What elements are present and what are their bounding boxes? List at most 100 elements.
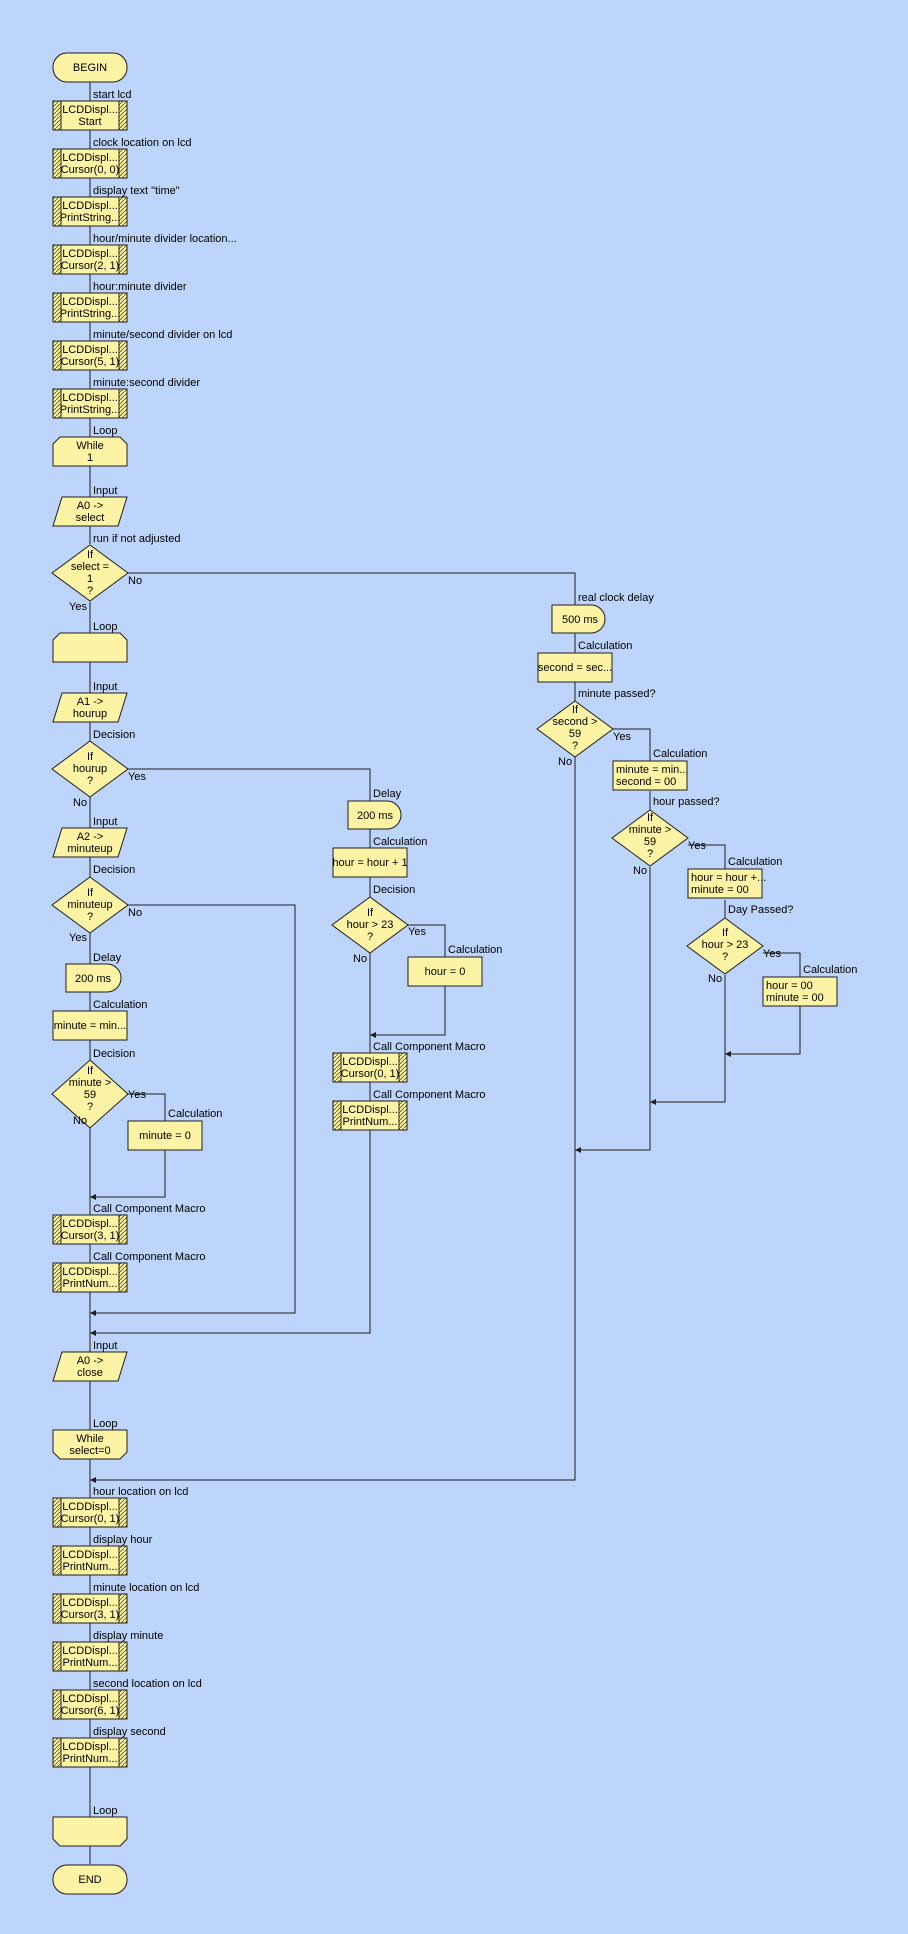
comment-input-select: Input <box>93 485 117 497</box>
comment-decision-minuteup: Decision <box>93 864 135 876</box>
macro-hour-cursor-title: LCDDispl... <box>342 1056 398 1068</box>
comment-hm-divider: hour:minute divider <box>93 281 187 293</box>
comment-loop-end-main: Loop <box>93 1805 117 1817</box>
macro-hm-print-call: PrintString... <box>60 308 121 320</box>
adjust-loop-start: Loop <box>52 621 128 663</box>
decision-minuteup-yes: Yes <box>69 932 87 944</box>
decision-hour-q: ? <box>722 951 728 963</box>
comment-real-clock-delay: real clock delay <box>578 592 654 604</box>
decision-minute-value: 59 <box>644 836 656 848</box>
decision-second-cond: second > <box>553 716 598 728</box>
input-hourup: Input A1 -> hourup <box>52 681 128 723</box>
decision-hourup-yes: Yes <box>128 771 146 783</box>
comment-clock-location: clock location on lcd <box>93 137 191 149</box>
decision-minute59-cond: minute > <box>69 1077 112 1089</box>
clock-calc-minute-line2: second = 00 <box>616 776 676 788</box>
decision-minute-yes: Yes <box>688 840 706 852</box>
while-condition: 1 <box>87 452 93 464</box>
delay-hour: Delay 200 ms <box>347 788 402 830</box>
decision-hour-cond: hour > 23 <box>702 939 749 951</box>
comment-input-close: Input <box>93 1340 117 1352</box>
input-hourup-var: hourup <box>73 708 107 720</box>
comment-macro-hour-cursor: Call Component Macro <box>373 1041 486 1053</box>
macro-hm-cursor-title: LCDDispl... <box>62 248 118 260</box>
calc-minute0-expr: minute = 0 <box>139 1130 191 1142</box>
display-hour-cursor-call: Cursor(0, 1) <box>61 1513 120 1525</box>
macro-print-time-title: LCDDispl... <box>62 200 118 212</box>
comment-loop: Loop <box>93 425 117 437</box>
loop-end-while: While <box>76 1433 104 1445</box>
macro-clock-cursor: clock location on lcd LCDDispl... Cursor… <box>52 137 191 179</box>
decision-minuteup: Decision If minuteup ? No Yes <box>51 864 142 944</box>
comment-minute-passed: minute passed? <box>578 688 656 700</box>
decision-minuteup-no: No <box>128 907 142 919</box>
display-minute-cursor-title: LCDDispl... <box>62 1597 118 1609</box>
decision-minute59-if: If <box>87 1065 94 1077</box>
macro-ms-divider-print: minute:second divider LCDDispl... PrintS… <box>52 377 200 419</box>
decision-select-q: ? <box>87 585 93 597</box>
loop-end-main: Loop <box>52 1805 128 1847</box>
display-second-print-call: PrintNum... <box>62 1753 117 1765</box>
connector-wires <box>89 82 801 1864</box>
display-second-print-title: LCDDispl... <box>62 1741 118 1753</box>
decision-second-no: No <box>558 756 572 768</box>
display-hour-print-title: LCDDispl... <box>62 1549 118 1561</box>
display-minute-print-call: PrintNum... <box>62 1657 117 1669</box>
clock-calc-day-line2: minute = 00 <box>766 992 824 1004</box>
display-hour-print-call: PrintNum... <box>62 1561 117 1573</box>
macro-ms-print-call: PrintString... <box>60 404 121 416</box>
comment-day-passed: Day Passed? <box>728 904 793 916</box>
calc-hour0: Calculation hour = 0 <box>407 944 502 987</box>
macro-minute-cursor-title: LCDDispl... <box>62 1218 118 1230</box>
comment-decision-minute59: Decision <box>93 1048 135 1060</box>
comment-calc-minute: Calculation <box>93 999 147 1011</box>
decision-hour-no: No <box>708 973 722 985</box>
calc-minute0: Calculation minute = 0 <box>127 1108 222 1151</box>
decision-select-yes: Yes <box>69 601 87 613</box>
loop-end-select: Loop While select=0 <box>52 1418 128 1460</box>
macro-hm-cursor-call: Cursor(2, 1) <box>61 260 120 272</box>
macro-minute-print-title: LCDDispl... <box>62 1266 118 1278</box>
decision-minuteup-if: If <box>87 887 94 899</box>
macro-hour-cursor: Call Component Macro LCDDispl... Cursor(… <box>332 1041 486 1083</box>
clock-calc-day-line1: hour = 00 <box>766 980 813 992</box>
macro-print-time-call: PrintString... <box>60 212 121 224</box>
comment-delay-minute: Delay <box>93 952 122 964</box>
clock-calc-hour: Calculation hour = hour +... minute = 00 <box>687 856 782 899</box>
macro-minute-cursor: Call Component Macro LCDDispl... Cursor(… <box>52 1203 206 1245</box>
comment-ms-divider-location: minute/second divider on lcd <box>93 329 232 341</box>
input-minuteup: Input A2 -> minuteup <box>52 816 128 858</box>
macro-ms-cursor-title: LCDDispl... <box>62 344 118 356</box>
comment-calc-second: Calculation <box>578 640 632 652</box>
macro-hour-print-call: PrintNum... <box>342 1116 397 1128</box>
comment-calc-hour0: Calculation <box>448 944 502 956</box>
macro-clock-cursor-title: LCDDispl... <box>62 152 118 164</box>
decision-select-cond: select = <box>71 561 109 573</box>
decision-minute-q: ? <box>647 848 653 860</box>
macro-ms-print-title: LCDDispl... <box>62 392 118 404</box>
calc-minute: Calculation minute = min... <box>52 999 147 1041</box>
input-close-port: A0 -> <box>77 1355 104 1367</box>
calc-hour: Calculation hour = hour + 1 <box>332 836 427 878</box>
display-minute-cursor: minute location on lcd LCDDispl... Curso… <box>52 1582 199 1624</box>
decision-hour-yes: Yes <box>763 948 781 960</box>
decision-hour23-no: No <box>353 953 367 965</box>
macro-print-time: display text "time" LCDDispl... PrintStr… <box>52 185 180 227</box>
input-select: Input A0 -> select <box>52 485 128 527</box>
decision-hourup: Decision If hourup ? Yes No <box>51 729 146 809</box>
begin-label: BEGIN <box>73 62 107 74</box>
decision-hour23-q: ? <box>367 931 373 943</box>
clock-decision-second: minute passed? If second > 59 ? Yes No <box>536 688 656 768</box>
comment-calc-hour: Calculation <box>373 836 427 848</box>
loop-end-condition: select=0 <box>69 1445 110 1457</box>
clock-delay: real clock delay 500 ms <box>551 592 654 634</box>
clock-calc-hour-line1: hour = hour +... <box>691 872 766 884</box>
comment-input-hourup: Input <box>93 681 117 693</box>
input-select-var: select <box>76 512 105 524</box>
comment-hour-passed: hour passed? <box>653 796 720 808</box>
delay-minute-value: 200 ms <box>75 973 112 985</box>
decision-select: run if not adjusted If select = 1 ? No Y… <box>51 533 180 613</box>
comment-macro-minute-cursor: Call Component Macro <box>93 1203 206 1215</box>
display-second-cursor-call: Cursor(6, 1) <box>61 1705 120 1717</box>
